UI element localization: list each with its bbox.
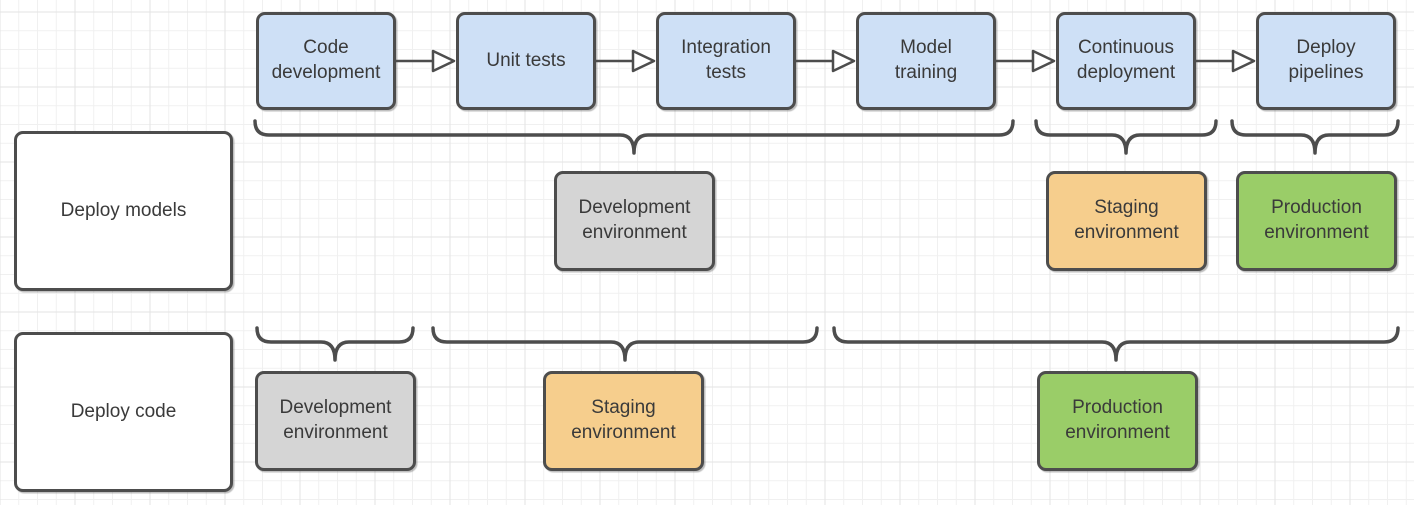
pipeline-step-unit-tests: Unit tests bbox=[456, 12, 596, 110]
grouping-brace-code-production bbox=[832, 326, 1400, 362]
pipeline-step-continuous-deployment: Continuous deployment bbox=[1056, 12, 1196, 110]
pipeline-step-integration-tests: Integration tests bbox=[656, 12, 796, 110]
grouping-brace-models-development bbox=[253, 119, 1015, 155]
flow-arrow-icon bbox=[396, 49, 456, 73]
environment-box-staging: Staging environment bbox=[543, 371, 704, 471]
environment-box-production: Production environment bbox=[1236, 171, 1397, 271]
grouping-brace-models-staging bbox=[1034, 119, 1218, 155]
pipeline-step-model-training: Model training bbox=[856, 12, 996, 110]
row-label-deploy-models: Deploy models bbox=[14, 131, 233, 291]
row-label-deploy-code: Deploy code bbox=[14, 332, 233, 492]
environment-box-production: Production environment bbox=[1037, 371, 1198, 471]
pipeline-step-code-development: Code development bbox=[256, 12, 396, 110]
grouping-brace-code-development bbox=[255, 326, 415, 362]
environment-box-development: Development environment bbox=[554, 171, 715, 271]
grouping-brace-code-staging bbox=[431, 326, 819, 362]
flow-arrow-icon bbox=[796, 49, 856, 73]
grouping-brace-models-production bbox=[1230, 119, 1400, 155]
environment-box-staging: Staging environment bbox=[1046, 171, 1207, 271]
environment-box-development: Development environment bbox=[255, 371, 416, 471]
flow-arrow-icon bbox=[996, 49, 1056, 73]
flow-arrow-icon bbox=[596, 49, 656, 73]
flow-arrow-icon bbox=[1196, 49, 1256, 73]
pipeline-step-deploy-pipelines: Deploy pipelines bbox=[1256, 12, 1396, 110]
